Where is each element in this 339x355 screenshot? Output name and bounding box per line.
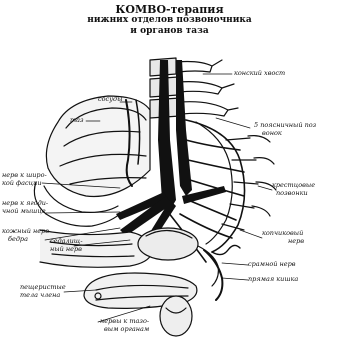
label-taz: таз bbox=[70, 117, 84, 124]
label-skin-nerve-thigh-line-1: кожный нерв bbox=[2, 228, 49, 235]
label-cavernous-bodies-line-2: тела члена bbox=[20, 292, 60, 299]
label-pudendal-nerve: срамной нерв bbox=[248, 261, 296, 268]
label-coccygeal-nerve-line-2: нерв bbox=[288, 238, 304, 245]
label-skin-nerve-thigh-line-2: бедра bbox=[8, 236, 28, 243]
label-nerve-gluteal-line-2: чной мышце bbox=[2, 208, 46, 215]
label-sacral-vertebrae-line-2: позвонки bbox=[276, 190, 308, 197]
label-coccygeal-nerve-line-1: копчиковый bbox=[262, 230, 303, 237]
label-sacral-vertebrae-line-1: крестцовые bbox=[272, 182, 315, 189]
label-konsky-hvost: конский хвост bbox=[234, 70, 285, 77]
label-nerve-fascia-line-2: кой фасции bbox=[2, 180, 42, 187]
label-lumbar-vertebra-line-2: вонок bbox=[262, 130, 282, 137]
label-nerve-gluteal-line-1: нерв к ягоди- bbox=[2, 200, 48, 207]
label-sosudy: сосуды bbox=[98, 96, 122, 103]
label-pelvic-organ-nerves-line-2: вым органам bbox=[104, 326, 149, 333]
label-sciatic-nerve-line-1: седалищ- bbox=[50, 238, 83, 245]
label-nerve-fascia-line-1: нерв к широ- bbox=[2, 172, 47, 179]
scrotum bbox=[160, 296, 192, 336]
label-lumbar-vertebra-line-1: 5 поясничный поз bbox=[254, 122, 316, 129]
label-sciatic-nerve-line-2: ный нерв bbox=[50, 246, 82, 253]
label-rectum: прямая кишка bbox=[248, 276, 298, 283]
label-cavernous-bodies-line-1: пещеристые bbox=[20, 284, 66, 291]
label-pelvic-organ-nerves-line-1: нервы к тазо- bbox=[100, 318, 149, 325]
